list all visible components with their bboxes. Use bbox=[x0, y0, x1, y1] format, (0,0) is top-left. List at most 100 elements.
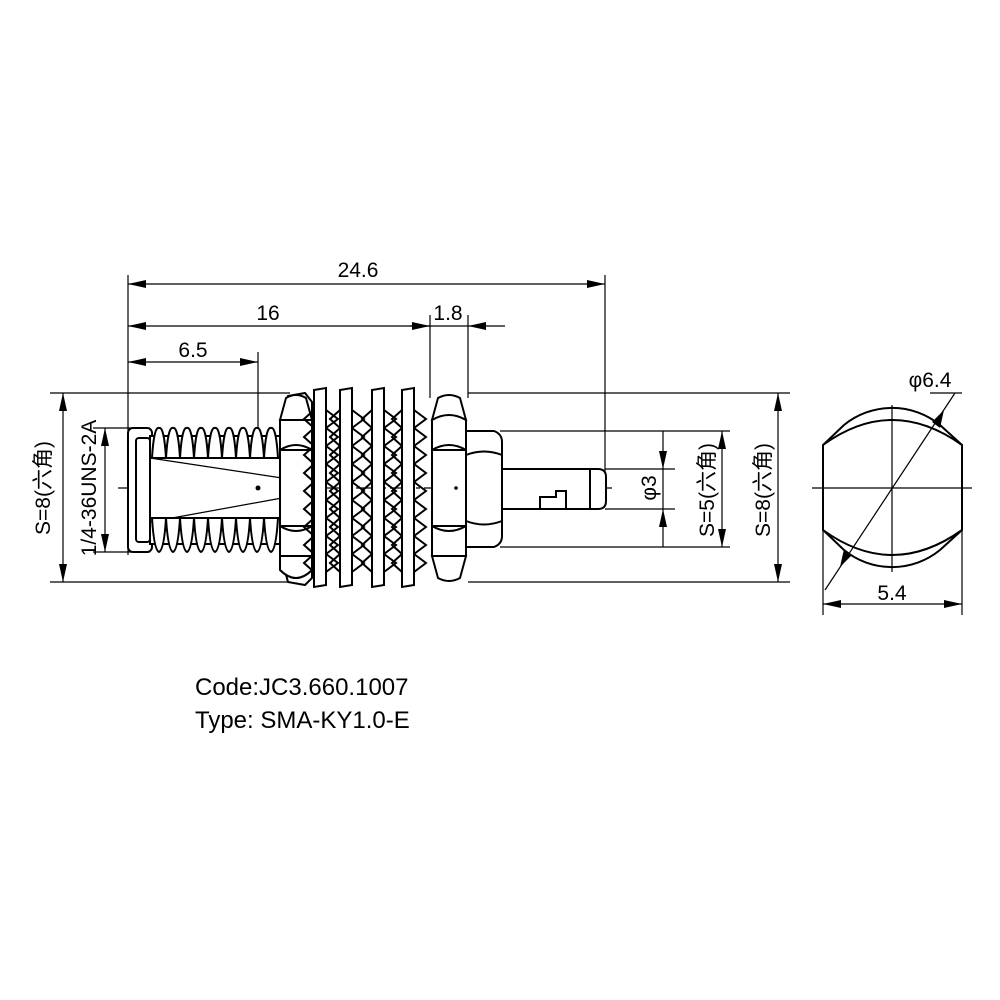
thread-teeth-bottom bbox=[150, 517, 280, 554]
hex-nut-right bbox=[430, 394, 468, 582]
washer-serration bbox=[390, 427, 403, 447]
thread-tooth bbox=[220, 426, 238, 459]
thread-tooth bbox=[192, 517, 210, 554]
dim-body-length: 16 bbox=[256, 302, 279, 325]
washer-serration bbox=[413, 535, 428, 555]
washer-ring bbox=[401, 386, 415, 589]
thread-tooth bbox=[164, 426, 182, 459]
washer-serration bbox=[383, 427, 398, 447]
thread-tooth bbox=[150, 426, 168, 459]
thread-tooth bbox=[150, 517, 168, 554]
washer-serration bbox=[328, 463, 341, 483]
washer-serration bbox=[390, 445, 403, 465]
washer-serration bbox=[325, 517, 340, 537]
thread-tooth bbox=[262, 426, 280, 459]
washer-serration bbox=[325, 499, 340, 519]
thread-tooth bbox=[164, 517, 182, 554]
washer-serration bbox=[413, 499, 428, 519]
washer-serration bbox=[383, 409, 398, 429]
washer-serration bbox=[413, 481, 428, 501]
code-caption: Code:JC3.660.1007 bbox=[195, 674, 409, 701]
washer-serration bbox=[328, 535, 341, 555]
washer-serration bbox=[351, 409, 366, 429]
washer-serration bbox=[351, 499, 366, 519]
washer-serration bbox=[390, 553, 403, 573]
washer-serration bbox=[360, 445, 373, 465]
washer-serration bbox=[360, 409, 373, 429]
center-pin bbox=[501, 468, 607, 510]
dim-thread-spec: 1/4-36UNS-2A bbox=[78, 420, 101, 557]
washer-serration bbox=[383, 499, 398, 519]
washer-serration bbox=[325, 427, 340, 447]
washer-serration bbox=[325, 409, 340, 429]
washer-ring bbox=[313, 386, 327, 589]
thread-teeth-top bbox=[150, 426, 280, 459]
dim-flat-diameter: φ6.4 bbox=[909, 369, 952, 392]
washer-serration bbox=[302, 445, 315, 465]
washer-serration bbox=[328, 517, 341, 537]
washer-serration bbox=[325, 463, 340, 483]
washer-serration bbox=[360, 499, 373, 519]
washer-serration bbox=[413, 445, 428, 465]
dim-overall-length: 24.6 bbox=[338, 259, 379, 282]
washer-serration bbox=[383, 463, 398, 483]
washer-serration bbox=[302, 499, 315, 519]
rear-hex bbox=[465, 430, 503, 548]
thread-tooth bbox=[220, 517, 238, 554]
thread-tooth bbox=[178, 517, 196, 554]
washer-serration bbox=[325, 553, 340, 573]
type-caption: Type: SMA-KY1.0-E bbox=[195, 707, 410, 734]
washer-serration bbox=[351, 427, 366, 447]
washer-serration bbox=[390, 517, 403, 537]
washer-serration bbox=[413, 517, 428, 537]
washer-serration bbox=[390, 409, 403, 429]
washer-serration bbox=[360, 463, 373, 483]
washer-serration bbox=[351, 535, 366, 555]
thread-tooth bbox=[248, 426, 266, 459]
washer-serration bbox=[351, 517, 366, 537]
washer-ring bbox=[371, 386, 385, 589]
washer-serration bbox=[383, 535, 398, 555]
washer-serration bbox=[328, 481, 341, 501]
washer-serration bbox=[351, 445, 366, 465]
washer-serration bbox=[328, 409, 341, 429]
washer-serration bbox=[383, 517, 398, 537]
washer-serration bbox=[302, 517, 315, 537]
dim-thread-length: 6.5 bbox=[178, 339, 207, 362]
thread-tooth bbox=[206, 517, 224, 554]
washer-serration bbox=[413, 409, 428, 429]
washer-serration bbox=[328, 553, 341, 573]
washer-serration bbox=[302, 481, 315, 501]
washer-serration bbox=[390, 499, 403, 519]
washer-serration bbox=[390, 535, 403, 555]
thread-tooth bbox=[234, 517, 252, 554]
washer-serration bbox=[328, 427, 341, 447]
washer-serration bbox=[383, 553, 398, 573]
dim-flange-length: 1.8 bbox=[433, 302, 462, 325]
thread-tooth bbox=[178, 426, 196, 459]
thread-tooth bbox=[234, 426, 252, 459]
washer-serration bbox=[360, 427, 373, 447]
end-view bbox=[812, 392, 972, 591]
washer-serration bbox=[325, 481, 340, 501]
thread-tooth bbox=[206, 426, 224, 459]
washer-serration bbox=[302, 427, 315, 447]
washer-serration bbox=[351, 463, 366, 483]
dim-hex-rear-small: S=5(六角) bbox=[696, 443, 719, 537]
dim-pin-diameter: φ3 bbox=[638, 475, 661, 500]
washer-serration bbox=[390, 463, 403, 483]
washer-serration bbox=[360, 517, 373, 537]
washer-serration bbox=[360, 481, 373, 501]
washer-serration bbox=[328, 499, 341, 519]
washer-serration bbox=[302, 463, 315, 483]
washer-serration bbox=[325, 535, 340, 555]
washer-serration bbox=[383, 445, 398, 465]
washer-serration bbox=[302, 409, 315, 429]
washer-serration bbox=[302, 553, 315, 573]
washer-serration bbox=[351, 553, 366, 573]
washer-serration bbox=[390, 481, 403, 501]
washer-serration bbox=[413, 553, 428, 573]
washer-serration bbox=[351, 481, 366, 501]
dim-hex-left: S=8(六角) bbox=[32, 441, 55, 535]
